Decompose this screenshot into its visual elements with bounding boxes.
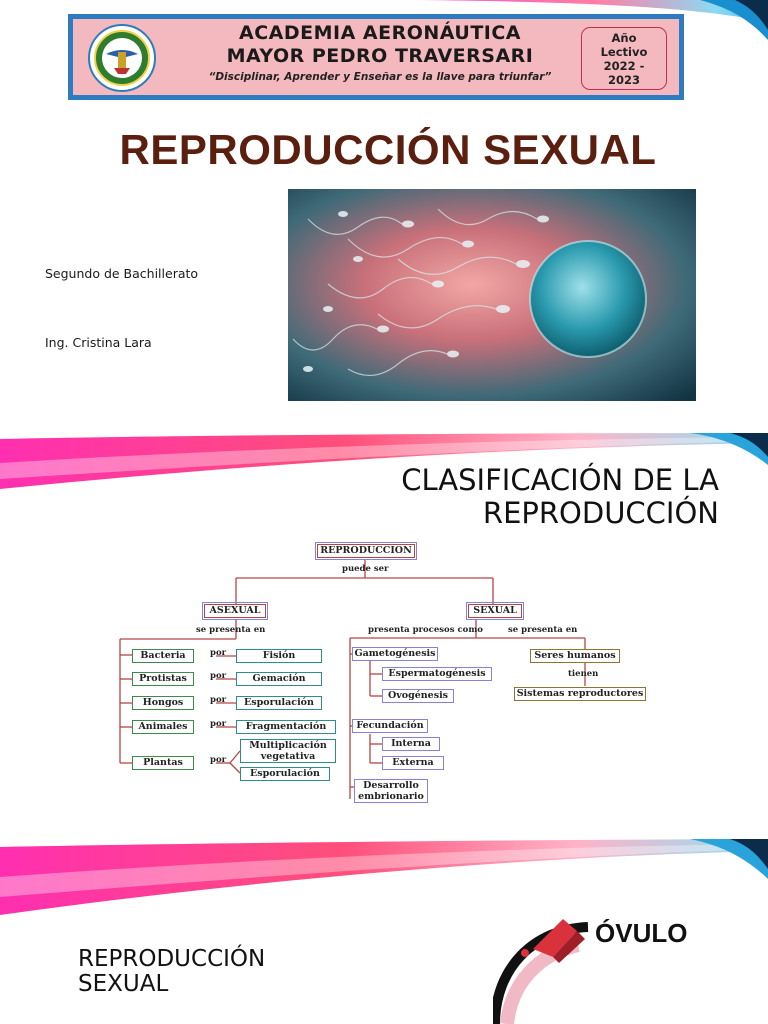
year-label-line4: 2023 (607, 73, 640, 87)
node-gemacion: Gemación (236, 672, 322, 686)
node-esporulacion: Esporulación (236, 696, 322, 710)
decorative-swoosh (0, 839, 768, 915)
concept-map-connectors (119, 559, 586, 799)
label-tienen: tienen (568, 669, 599, 679)
sexual-title-line1: REPRODUCCIÓN (78, 946, 266, 972)
node-hongos: Hongos (132, 696, 194, 710)
ovum-illustration: ÓVULO (493, 918, 687, 1024)
node-gametogenesis: Gametogénesis (352, 647, 438, 661)
slide-sexual-reproduction: REPRODUCCIÓN SEXUAL ÓVULO (0, 839, 768, 1024)
node-animales: Animales (132, 720, 194, 734)
classification-title-line1: CLASIFICACIÓN DE LA (401, 463, 719, 497)
node-desarrollo-line1: Desarrollo (363, 780, 419, 791)
academy-motto: “Disciplinar, Aprender y Enseñar es la l… (208, 71, 552, 83)
node-seres-humanos: Seres humanos (530, 649, 620, 663)
grade-text: Segundo de Bachillerato (45, 266, 199, 281)
teacher-text: Ing. Cristina Lara (45, 335, 152, 350)
sexual-title-line2: SEXUAL (78, 971, 169, 997)
node-fragmentacion: Fragmentación (236, 720, 336, 734)
node-desarrollo-embrionario: Desarrollo embrionario (354, 779, 428, 803)
node-fecundacion: Fecundación (352, 719, 428, 733)
sexual-reproduction-title: REPRODUCCIÓN SEXUAL (78, 947, 265, 997)
node-multiplicacion-line1: Multiplicación (249, 740, 327, 751)
node-fision: Fisión (236, 649, 322, 663)
label-por: por (210, 755, 227, 765)
decorative-swoosh (420, 0, 768, 40)
academy-name-line1: ACADEMIA AERONÁUTICA (239, 22, 521, 44)
node-sexual: SEXUAL (466, 602, 524, 620)
label-por: por (210, 695, 227, 705)
decorative-swoosh (0, 433, 768, 489)
label-se-presenta-en-sexual: se presenta en (508, 625, 578, 635)
node-ovogenesis: Ovogénesis (382, 689, 454, 703)
slide-title: ACADEMIA AERONÁUTICA MAYOR PEDRO TRAVERS… (0, 0, 768, 425)
label-por: por (210, 671, 227, 681)
node-multiplicacion-vegetativa: Multiplicación vegetativa (240, 739, 336, 763)
node-externa: Externa (382, 756, 444, 770)
classification-title-line2: REPRODUCCIÓN (482, 496, 719, 530)
slide-gap (0, 425, 768, 433)
label-por: por (210, 719, 227, 729)
sperm-egg-illustration (288, 189, 696, 401)
node-espermatogenesis: Espermatogénesis (382, 667, 492, 681)
node-protistas: Protistas (132, 672, 194, 686)
slide-title-heading: REPRODUCCIÓN SEXUAL (119, 126, 657, 173)
school-year-box: Año Lectivo 2022 - 2023 (581, 27, 667, 90)
node-bacteria: Bacteria (132, 649, 194, 663)
year-label-line3: 2022 - (603, 59, 645, 73)
header-banner (73, 19, 679, 95)
node-esporulacion-plantas: Esporulación (240, 767, 330, 781)
node-reproduccion: REPRODUCCION (315, 542, 417, 560)
year-label-line2: Lectivo (600, 45, 648, 59)
concept-map: REPRODUCCION puede ser ASEXUAL se presen… (112, 541, 652, 803)
ovulo-label: ÓVULO (595, 918, 687, 948)
academy-seal-logo (88, 24, 156, 92)
node-asexual: ASEXUAL (202, 602, 268, 620)
academy-name-line2: MAYOR PEDRO TRAVERSARI (226, 45, 534, 67)
classification-title: CLASIFICACIÓN DE LA REPRODUCCIÓN (401, 464, 719, 530)
slide-gap (0, 833, 768, 839)
node-interna: Interna (382, 737, 440, 751)
node-multiplicacion-line2: vegetativa (260, 751, 316, 762)
node-plantas: Plantas (132, 756, 194, 770)
label-presenta-procesos: presenta procesos como (368, 625, 483, 635)
label-puede-ser: puede ser (342, 564, 389, 574)
year-label-line1: Año (611, 31, 637, 45)
label-por: por (210, 648, 227, 658)
node-sistemas-reproductores: Sistemas reproductores (514, 687, 646, 701)
slide-classification: CLASIFICACIÓN DE LA REPRODUCCIÓN (0, 433, 768, 833)
node-desarrollo-line2: embrionario (358, 791, 424, 802)
label-se-presenta-en-asexual: se presenta en (196, 625, 266, 635)
